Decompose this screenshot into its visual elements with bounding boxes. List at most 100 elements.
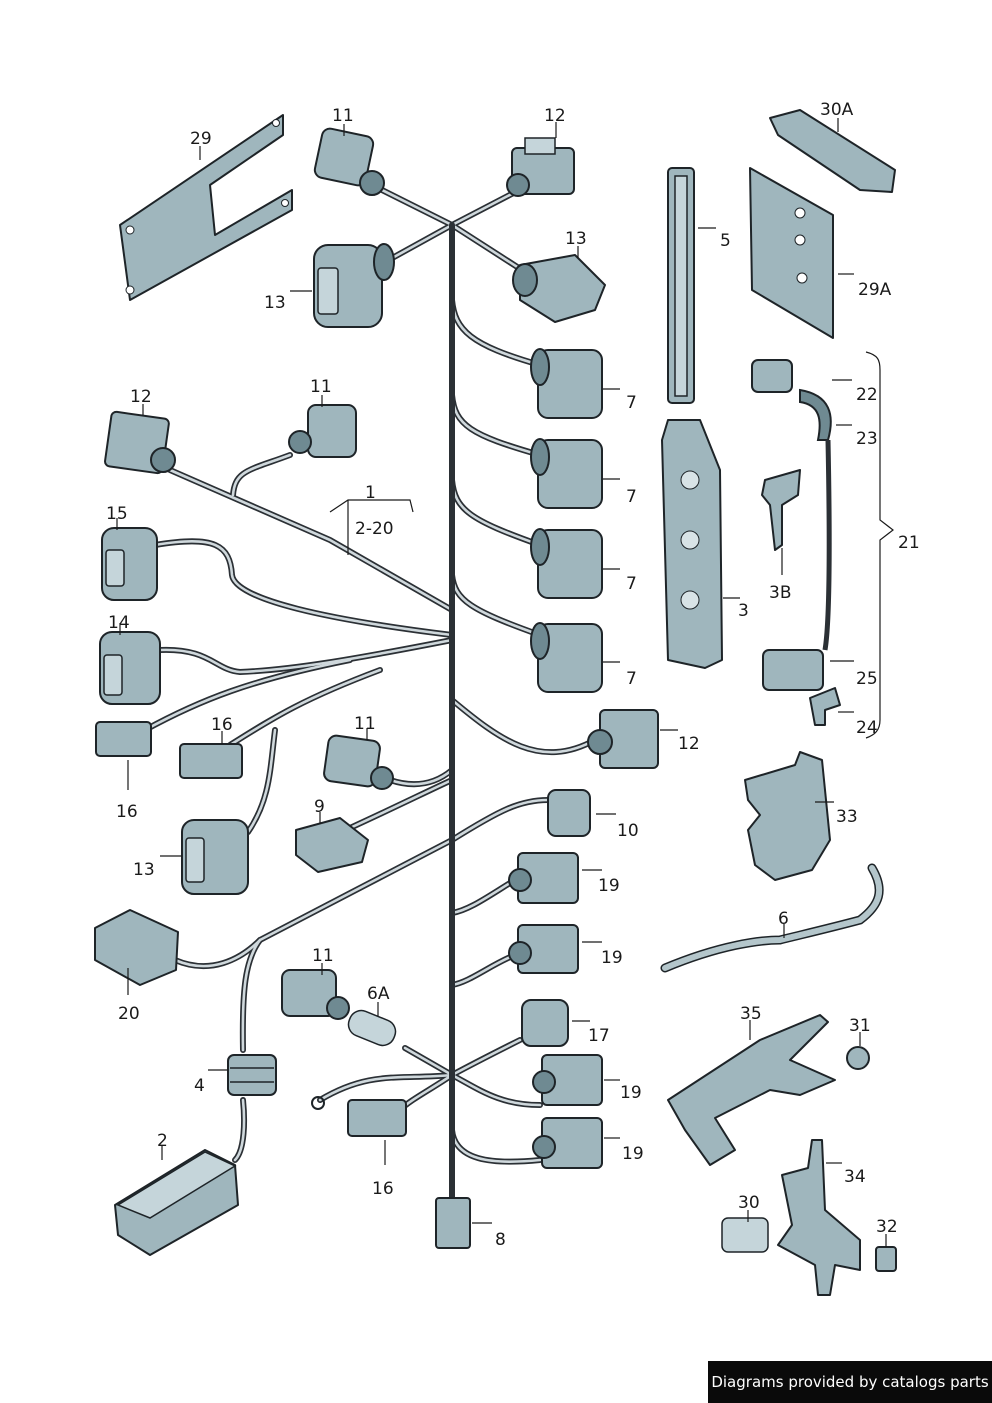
harness-wires bbox=[142, 182, 598, 1203]
label-11-lower: 11 bbox=[354, 714, 376, 734]
label-30a: 30A bbox=[820, 100, 854, 120]
connector-11-lower bbox=[323, 734, 394, 790]
wire-highlight bbox=[158, 638, 454, 674]
label-17: 17 bbox=[588, 1026, 610, 1046]
label-19-a: 19 bbox=[598, 876, 620, 896]
connector-13-lower bbox=[181, 819, 249, 895]
wire-highlight bbox=[450, 698, 597, 754]
wire-highlight bbox=[241, 938, 262, 1052]
part-30a-clip bbox=[769, 109, 896, 193]
wire-highlight bbox=[450, 1128, 542, 1163]
label-7-d: 7 bbox=[626, 669, 637, 689]
callout-labels: 29 11 12 30A 13 13 5 29A 7 7 7 7 12 11 1… bbox=[106, 100, 920, 1250]
label-3: 3 bbox=[738, 601, 749, 621]
part-2-control-unit bbox=[114, 1149, 239, 1256]
wire-highlight bbox=[168, 468, 454, 612]
connector-11-top bbox=[313, 127, 385, 196]
part-35-bracket bbox=[667, 1014, 836, 1166]
part-34-bracket bbox=[777, 1139, 861, 1296]
wire-highlight bbox=[233, 1098, 246, 1162]
label-6: 6 bbox=[778, 909, 789, 929]
wire-highlight bbox=[450, 393, 542, 457]
wire-highlight bbox=[231, 453, 292, 497]
label-16-bottom: 16 bbox=[372, 1179, 394, 1199]
label-4: 4 bbox=[194, 1076, 205, 1096]
label-8: 8 bbox=[495, 1230, 506, 1250]
label-13-lower: 13 bbox=[133, 860, 155, 880]
label-15: 15 bbox=[106, 504, 128, 524]
wire-highlight bbox=[450, 1038, 522, 1077]
leader-lines bbox=[116, 118, 894, 1247]
label-7-a: 7 bbox=[626, 393, 637, 413]
part-3-bracket bbox=[661, 419, 723, 669]
connector-20 bbox=[94, 909, 179, 986]
label-2: 2 bbox=[157, 1131, 168, 1151]
label-20: 20 bbox=[118, 1004, 140, 1024]
wire-highlight bbox=[153, 539, 454, 637]
connector-16-left bbox=[95, 721, 152, 757]
label-16-left: 16 bbox=[116, 802, 138, 822]
wire-highlight bbox=[403, 1046, 454, 1077]
part-30-sleeve bbox=[721, 1217, 769, 1253]
connector-9 bbox=[295, 817, 369, 873]
part-33-bracket bbox=[744, 751, 831, 881]
part-29-bracket-plate bbox=[119, 114, 293, 301]
connector-16-bottom bbox=[347, 1099, 407, 1137]
connector-13-right bbox=[512, 254, 606, 323]
wire-highlight bbox=[348, 778, 454, 830]
label-7-b: 7 bbox=[626, 487, 637, 507]
label-34: 34 bbox=[844, 1167, 866, 1187]
wire-highlight bbox=[450, 878, 517, 915]
connector-15 bbox=[101, 527, 158, 601]
connector-12-right bbox=[587, 709, 659, 769]
label-11-mid: 11 bbox=[310, 377, 332, 397]
wire-highlight bbox=[318, 1073, 454, 1102]
wire-highlight bbox=[398, 1073, 454, 1112]
wire-highlight bbox=[370, 183, 527, 227]
connector-14 bbox=[99, 631, 161, 705]
wire-highlight bbox=[450, 573, 542, 637]
label-12-right: 12 bbox=[678, 734, 700, 754]
connector-12-left bbox=[104, 410, 176, 475]
part-29a-plate bbox=[749, 167, 834, 339]
label-12-left: 12 bbox=[130, 387, 152, 407]
label-30: 30 bbox=[738, 1193, 760, 1213]
label-9: 9 bbox=[314, 797, 325, 817]
label-35: 35 bbox=[740, 1004, 762, 1024]
label-14: 14 bbox=[108, 613, 130, 633]
label-25: 25 bbox=[856, 669, 878, 689]
label-29: 29 bbox=[190, 129, 212, 149]
connectors-19-upper bbox=[508, 852, 579, 974]
connector-25 bbox=[762, 649, 824, 691]
wire-highlight bbox=[388, 768, 454, 786]
label-19-c: 19 bbox=[620, 1083, 642, 1103]
label-21: 21 bbox=[898, 533, 920, 553]
label-11-bottom: 11 bbox=[312, 946, 334, 966]
connector-11-mid bbox=[288, 404, 357, 458]
connectors-7 bbox=[530, 348, 603, 693]
part-3b-clip bbox=[761, 469, 801, 551]
connector-17 bbox=[521, 999, 569, 1047]
part-32-clip bbox=[875, 1246, 897, 1272]
label-1: 1 bbox=[365, 483, 376, 503]
connector-10 bbox=[547, 789, 591, 837]
part-5-rail bbox=[667, 167, 695, 404]
label-6a: 6A bbox=[367, 984, 390, 1004]
part-8-block bbox=[435, 1197, 471, 1249]
connector-13-left bbox=[313, 243, 395, 328]
part-22-23-sensor bbox=[751, 359, 832, 651]
label-10: 10 bbox=[617, 821, 639, 841]
label-5: 5 bbox=[720, 231, 731, 251]
label-19-d: 19 bbox=[622, 1144, 644, 1164]
wire-highlight bbox=[246, 728, 277, 834]
label-3b: 3B bbox=[769, 583, 791, 603]
label-11-top: 11 bbox=[332, 106, 354, 126]
part-4-grommet bbox=[227, 1054, 277, 1096]
label-19-b: 19 bbox=[601, 948, 623, 968]
part-31-clip bbox=[846, 1046, 870, 1070]
label-13-left: 13 bbox=[264, 293, 286, 313]
part-6-tube bbox=[660, 863, 884, 973]
label-22: 22 bbox=[856, 385, 878, 405]
wire-highlight bbox=[228, 668, 382, 747]
